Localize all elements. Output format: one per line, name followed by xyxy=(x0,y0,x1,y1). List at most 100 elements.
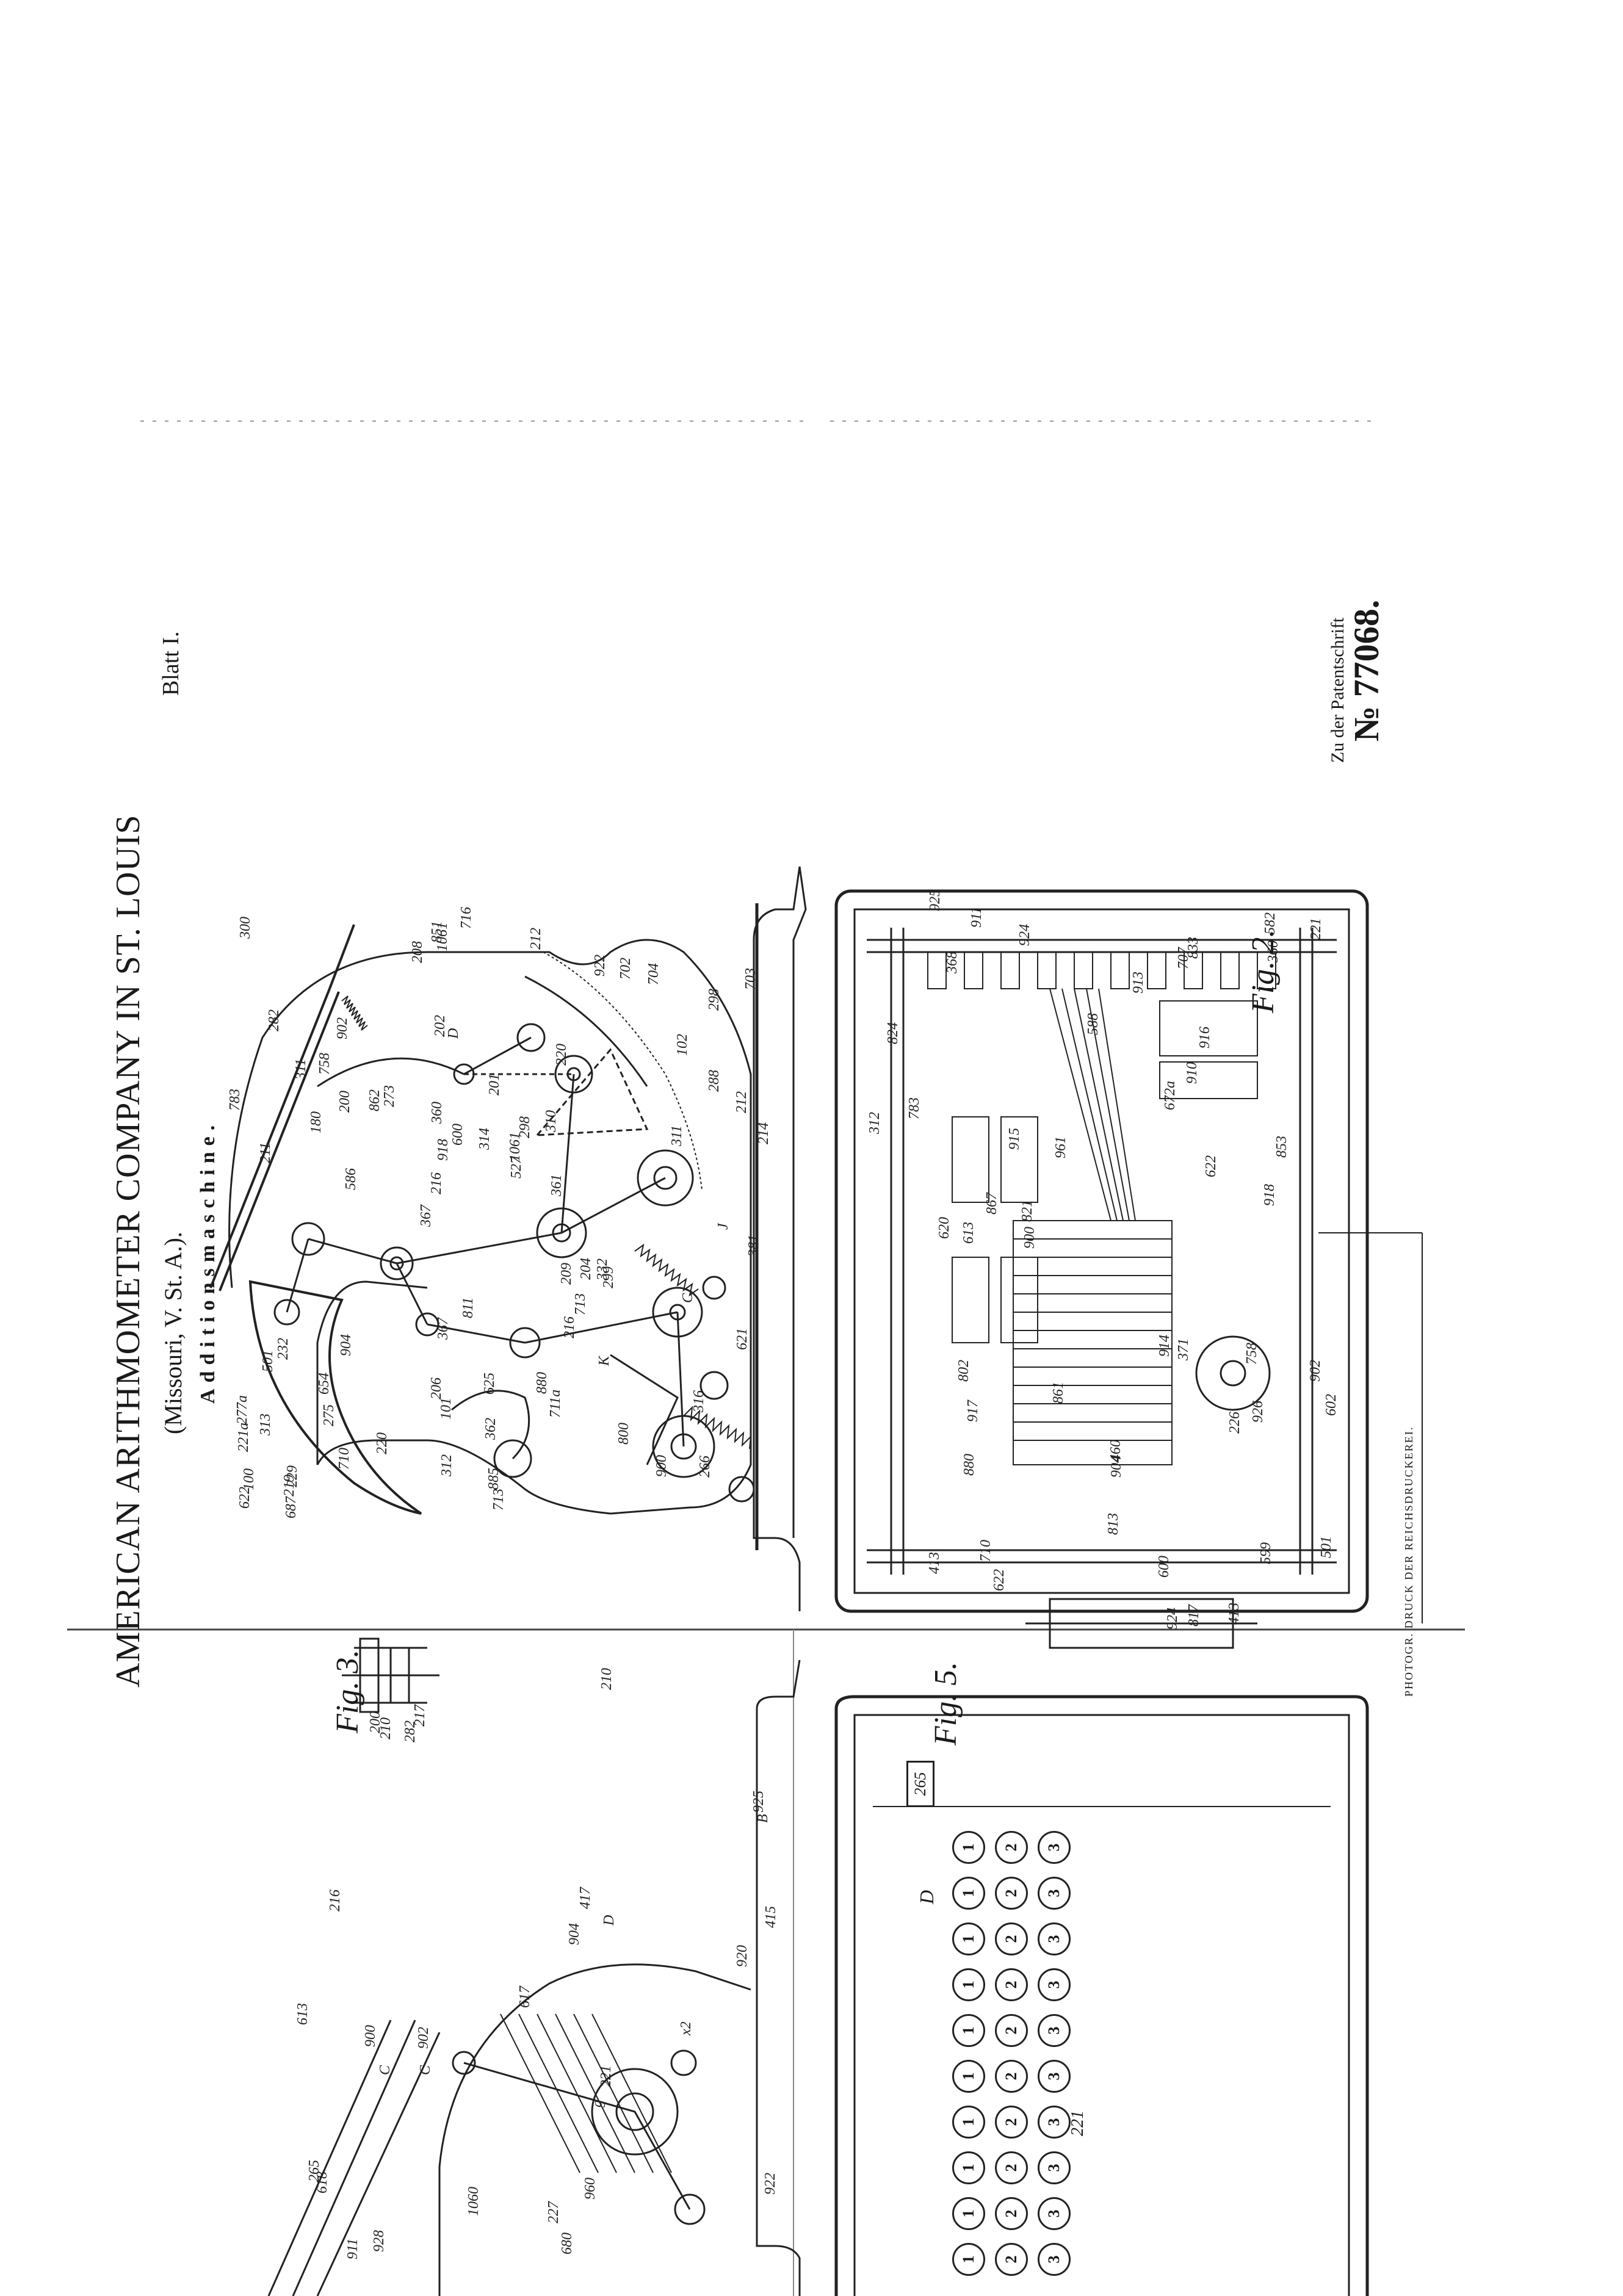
reference-number: 288 xyxy=(706,1070,722,1092)
fig5-coils xyxy=(952,1116,1038,1343)
reference-number: 920 xyxy=(734,1945,750,1968)
reference-number: 417 xyxy=(577,1887,594,1910)
reference-number: 102 xyxy=(674,1034,690,1056)
reference-number: 602 xyxy=(1323,1393,1339,1416)
reference-number: 367 xyxy=(417,1205,434,1227)
fig5-wires xyxy=(1049,988,1136,1221)
reference-number: 702 xyxy=(617,957,634,980)
reference-number: 220 xyxy=(554,1044,570,1066)
reference-number: 313 xyxy=(257,1413,273,1435)
keyboard-key: 2 xyxy=(995,2014,1028,2047)
reference-number: 232 xyxy=(275,1338,292,1360)
reference-number: 813 xyxy=(1105,1512,1122,1535)
left-partial-figure xyxy=(267,1659,801,2296)
reference-number: 902 xyxy=(415,2026,432,2049)
keyboard-key: 2 xyxy=(995,2197,1028,2230)
fig5-counter-wheels xyxy=(927,951,1276,1099)
reference-number: 617 xyxy=(517,1985,533,2008)
reference-number: 758 xyxy=(1244,1343,1260,1365)
reference-number: 200 xyxy=(367,1711,383,1733)
figure-2 xyxy=(209,866,807,1611)
keyboard-key: 2 xyxy=(995,2151,1028,2184)
reference-number: 620 xyxy=(936,1217,953,1240)
reference-number: 613 xyxy=(960,1222,977,1244)
reference-number: 853 xyxy=(1273,1136,1290,1158)
reference-number: 221 xyxy=(1308,918,1325,940)
reference-number: 885 xyxy=(485,1468,502,1490)
reference-number: 298 xyxy=(706,989,723,1011)
keyboard-key: 2 xyxy=(995,2243,1028,2276)
reference-number: 415 xyxy=(763,1905,779,1928)
reference-number: 817 xyxy=(1186,1605,1202,1627)
fig5-disc-stack xyxy=(1013,1220,1173,1465)
reference-number: 413 xyxy=(926,1552,942,1575)
reference-number: 672a xyxy=(1162,1081,1178,1111)
reference-number: 501 xyxy=(1318,1536,1334,1558)
reference-number: 316 xyxy=(690,1390,707,1413)
reference-number: 214 xyxy=(755,1122,772,1145)
reference-number: 713 xyxy=(573,1293,589,1315)
reference-number: 911 xyxy=(345,2238,361,2260)
reference-number: 925 xyxy=(927,889,944,911)
reference-number: 622 xyxy=(991,1569,1008,1592)
reference-number: 924 xyxy=(1016,923,1033,946)
reference-number: 900 xyxy=(363,2024,379,2047)
reference-number: D xyxy=(446,1028,462,1039)
figure-3 xyxy=(342,1637,439,1713)
reference-number: 922 xyxy=(591,955,608,977)
reference-number: 918 xyxy=(1261,1184,1278,1206)
keyboard-key: 3 xyxy=(1038,1922,1071,1955)
reference-number: 371 xyxy=(1175,1338,1191,1361)
keyboard-key: 2 xyxy=(995,1877,1028,1910)
reference-number: 621 xyxy=(734,1328,751,1351)
reference-number: 833 xyxy=(1185,937,1202,959)
reference-number: K xyxy=(596,1356,612,1366)
reference-number: 703 xyxy=(743,968,759,991)
reference-number: 310 xyxy=(543,1110,560,1132)
reference-number: 600 xyxy=(1156,1556,1173,1578)
reference-number: 311 xyxy=(668,1125,685,1147)
keyboard-key: 1 xyxy=(952,1968,985,2001)
reference-number: 654 xyxy=(316,1372,333,1395)
reference-number: 783 xyxy=(227,1088,244,1111)
reference-number: 851 xyxy=(429,920,446,943)
reference-number: C xyxy=(679,1293,696,1304)
keyboard-key: 3 xyxy=(1038,1831,1071,1864)
keyboard-key: 2 xyxy=(995,2106,1028,2139)
reference-number: 210 xyxy=(598,1668,615,1691)
reference-number: 332 xyxy=(594,1258,610,1281)
reference-number: 312 xyxy=(439,1454,455,1476)
reference-number: 900 xyxy=(1021,1226,1038,1249)
keyboard-key: 3 xyxy=(1038,2197,1071,2230)
fig5-label: Fig. 5. xyxy=(928,1661,963,1745)
reference-number: 300 xyxy=(237,917,253,939)
reference-number: 180 xyxy=(308,1111,325,1133)
reference-number: 924 xyxy=(1165,1607,1181,1630)
reference-number: 216 xyxy=(561,1316,577,1339)
reference-number: 209 xyxy=(558,1262,575,1285)
keyboard-detail xyxy=(834,1695,1369,2296)
reference-number: D xyxy=(601,1915,617,1926)
reference-number: 926 xyxy=(1249,1401,1266,1423)
reference-number: 413 xyxy=(1226,1602,1242,1625)
fig2-side-plate xyxy=(228,939,752,1515)
reference-number: 212 xyxy=(734,1091,750,1113)
fig5-inner-frame xyxy=(853,908,1350,1594)
keyboard-corner-key: 265 xyxy=(906,1761,934,1807)
keyboard-column-label: D xyxy=(916,1890,938,1904)
reference-number: 862 xyxy=(366,1089,383,1112)
keyboard-key: 3 xyxy=(1038,2151,1071,2184)
reference-number: 918 xyxy=(435,1138,451,1161)
reference-number: 221a xyxy=(236,1422,252,1452)
reference-number: 211 xyxy=(258,1143,274,1164)
keyboard-key: 1 xyxy=(952,2243,985,2276)
keyboard-row-label: 221 xyxy=(1068,2110,1087,2136)
reference-number: 910 xyxy=(1184,1061,1200,1084)
reference-number: 618 xyxy=(314,2171,331,2194)
keyboard-key: 3 xyxy=(1038,2106,1071,2139)
fig2-pivots xyxy=(273,1023,755,1503)
reference-number: 1060 xyxy=(466,2187,482,2217)
reference-number: 220 xyxy=(374,1432,391,1454)
